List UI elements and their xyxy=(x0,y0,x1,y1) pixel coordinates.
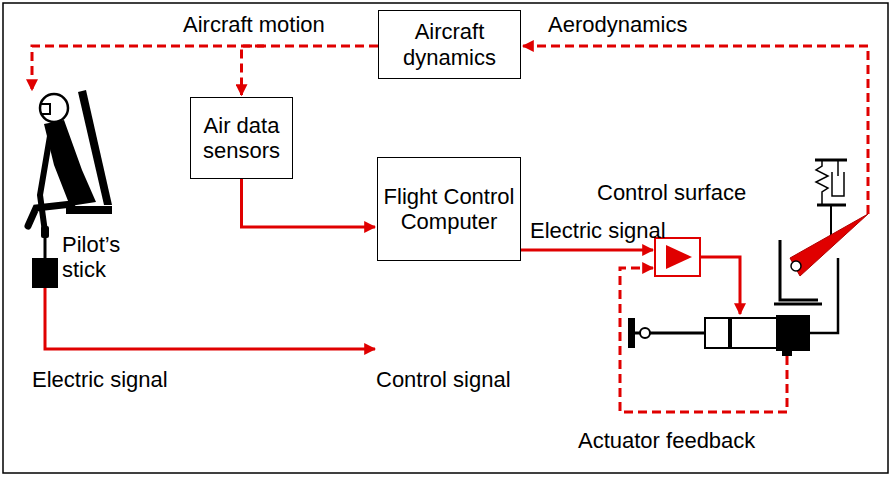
control-surface xyxy=(790,214,868,276)
stick-signal-line xyxy=(45,288,375,349)
signal-label: Electric signal xyxy=(530,218,666,243)
signal-arrow xyxy=(242,179,376,227)
process-box: Aircraft dynamics xyxy=(378,10,521,79)
signal-label: Pilot’s stick xyxy=(62,232,142,283)
pilot-torso xyxy=(44,120,96,206)
motion-line xyxy=(32,46,264,90)
actuator-command-line xyxy=(700,257,740,314)
stick-shaft xyxy=(44,236,47,258)
pilot-helmet xyxy=(40,94,68,122)
amplifier xyxy=(655,238,700,276)
signal-label: Aircraft motion xyxy=(183,12,325,37)
outer-frame xyxy=(3,3,888,473)
process-box: Flight Control Computer xyxy=(377,157,521,261)
signal-label: Aerodynamics xyxy=(548,12,687,37)
stick-grip xyxy=(41,226,49,238)
support-base xyxy=(774,303,822,306)
pilot-figure xyxy=(28,90,112,232)
process-box: Air data sensors xyxy=(190,97,293,179)
actuator-cylinder xyxy=(705,318,780,348)
feedback-line xyxy=(620,268,787,412)
signal-label: Control signal xyxy=(376,367,511,392)
rod-end xyxy=(640,328,650,338)
piston xyxy=(728,319,732,347)
aerodynamics-line xyxy=(523,46,868,214)
spring-mount xyxy=(815,159,847,162)
pilot-leg xyxy=(28,204,72,226)
signal-label: Actuator feedback xyxy=(578,428,755,453)
control-signal-line xyxy=(521,249,653,252)
actuator-valve-body xyxy=(776,315,810,351)
damper-symbol xyxy=(832,172,844,196)
actuator xyxy=(628,315,810,356)
surface-linkage xyxy=(810,258,838,333)
box-text: Aircraft dynamics xyxy=(383,19,516,70)
spring-symbol xyxy=(816,160,828,205)
box-text: Flight Control Computer xyxy=(382,184,516,235)
pilot-stick xyxy=(32,226,58,288)
amplifier-box xyxy=(655,238,700,276)
actuator-mount xyxy=(628,318,635,348)
hinge xyxy=(791,261,801,271)
actuator-port xyxy=(782,350,792,356)
control-surface-assembly xyxy=(774,160,868,333)
damper-rod xyxy=(837,160,839,176)
amplifier-triangle xyxy=(666,245,692,269)
signal-arrow xyxy=(242,46,379,95)
box-text: Air data sensors xyxy=(195,113,288,164)
helmet-visor xyxy=(41,104,50,114)
signal-label: Electric signal xyxy=(32,367,168,392)
pilot-arm xyxy=(40,136,50,232)
stick-base xyxy=(32,258,58,288)
signal-label: Control surface xyxy=(597,180,746,205)
